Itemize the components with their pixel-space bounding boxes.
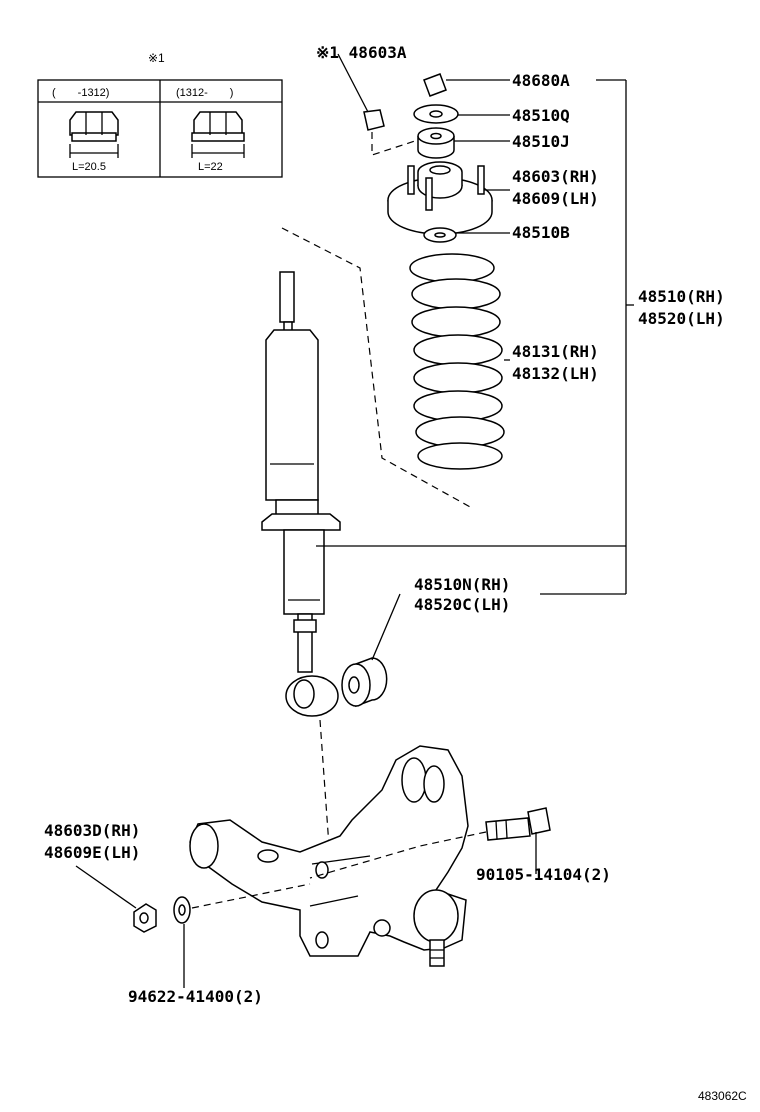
part-48603D-nut [75,865,157,933]
label-48520C: 48520C(LH) [414,595,510,614]
lower-mount-dash [319,719,331,861]
part-lower-control-arm [189,745,469,967]
label-48609: 48609(LH) [512,189,599,208]
label-48132: 48132(LH) [512,364,599,383]
label-48510Q: 48510Q [512,106,570,125]
part-48603-upper-support [387,161,510,235]
label-48510J: 48510J [512,132,570,151]
label-48609E: 48609E(LH) [44,843,140,862]
spring-assembly-dash [281,227,473,509]
label-48603D: 48603D(RH) [44,821,140,840]
label-48510B: 48510B [512,223,570,242]
label-48603: 48603(RH) [512,167,599,186]
figure-code: 483062C [698,1089,747,1103]
part-48603A-nut [337,53,385,131]
label-48510: 48510(RH) [638,287,725,306]
inset-length-right: L=22 [198,161,223,173]
assembly-bracket [316,79,634,595]
nut-icon-left [69,111,119,158]
label-48603A: ※1 48603A [316,43,407,62]
inset-note-mark: ※1 [148,51,165,65]
leader-dash-48603A [371,132,419,156]
part-shock-absorber [261,271,341,717]
label-94622: 94622-41400(2) [128,987,263,1006]
washer-dash [191,883,311,909]
part-48680A-nut [423,73,510,97]
nut-length-inset: ※1 ( -1312) (1312- ) L=20.5 L=22 [37,51,283,178]
nut-icon-right [191,111,245,158]
inset-column-left: ( -1312) [52,87,109,99]
inset-column-right: (1312- ) [176,87,233,99]
part-94622-washer [173,896,191,988]
inset-length-left: L=20.5 [72,161,106,173]
label-48680A: 48680A [512,71,570,90]
label-48510N: 48510N(RH) [414,575,510,594]
part-48510Q-washer [413,104,510,124]
label-48520: 48520(LH) [638,309,725,328]
part-48131-coil-spring [409,253,510,470]
label-48131: 48131(RH) [512,342,599,361]
part-90105-bolt [485,807,551,874]
part-48510N-bushing [341,593,401,708]
part-48510B-seat [423,227,510,243]
label-90105: 90105-14104(2) [476,865,611,884]
part-48510J-bushing [417,127,510,159]
